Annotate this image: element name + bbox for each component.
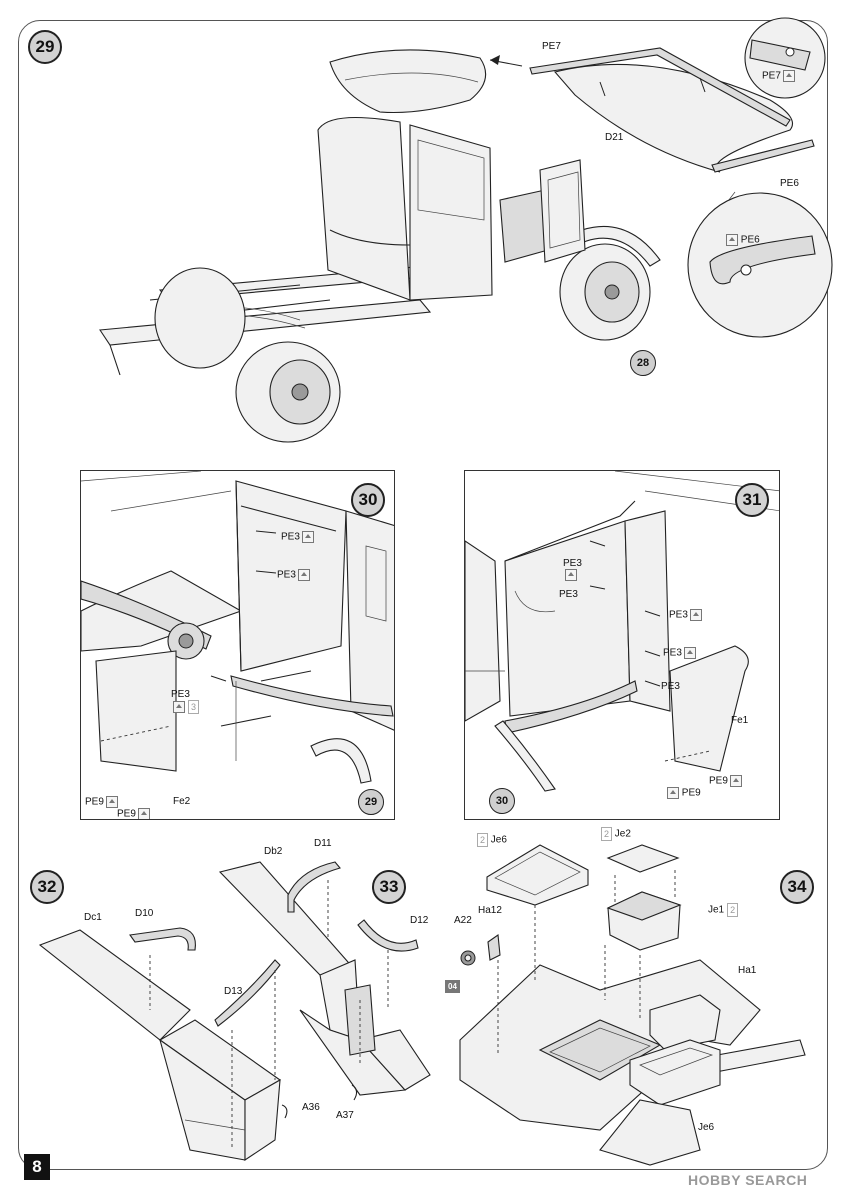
quantity-box: 2 — [727, 903, 739, 917]
label-d21: D21 — [605, 132, 624, 143]
step-31-badge: 31 — [735, 483, 769, 517]
step-30-illustration — [81, 471, 394, 784]
label-pe9-a-text: PE9 — [85, 796, 104, 808]
label-pe6-detail-text: PE6 — [740, 234, 760, 246]
ref-step-30-badge: 30 — [489, 788, 515, 814]
page-frame — [18, 20, 828, 1170]
label-je1-text: Je1 — [708, 904, 725, 916]
label-pe9-a-text: PE9 — [681, 787, 701, 799]
photo-etch-icon — [729, 775, 742, 787]
step-31-panel: 31 PE3 PE3 PE3 PE3 PE3 Fe1 PE9 PE9 30 — [464, 470, 780, 820]
label-pe9-b-text: PE9 — [709, 775, 728, 787]
label-pe3-b: PE3 — [277, 569, 310, 581]
label-pe9-b-text: PE9 — [117, 808, 136, 820]
step-30-badge: 30 — [351, 483, 385, 517]
photo-etch-icon — [667, 787, 679, 799]
label-d10: D10 — [135, 908, 154, 919]
step-33-badge: 33 — [372, 870, 406, 904]
label-pe9-a: PE9 — [665, 787, 701, 799]
label-a22: A22 — [454, 915, 472, 926]
photo-etch-icon — [173, 701, 185, 713]
label-je6-top: 2 Je6 — [474, 833, 507, 847]
label-je2: 2 Je2 — [598, 827, 631, 841]
ref-step-28-badge: 28 — [630, 350, 656, 376]
label-db2: Db2 — [264, 846, 283, 857]
label-fe1: Fe1 — [731, 715, 749, 726]
paint-color-tag: 04 — [445, 980, 460, 993]
step-34-badge: 34 — [780, 870, 814, 904]
ref-step-29-badge: 29 — [358, 789, 384, 815]
label-ha12: Ha12 — [478, 905, 502, 916]
label-a37: A37 — [336, 1110, 354, 1121]
label-pe9-a: PE9 — [85, 796, 118, 808]
photo-etch-icon — [105, 796, 118, 808]
label-pe7-detail-text: PE7 — [762, 70, 781, 82]
label-pe7-detail: PE7 — [762, 70, 795, 82]
photo-etch-icon — [683, 647, 696, 659]
quantity-box: 2 — [477, 833, 489, 847]
label-ha1: Ha1 — [738, 965, 757, 976]
photo-etch-icon — [565, 569, 577, 581]
label-pe6: PE6 — [780, 178, 799, 189]
label-pe6-detail: PE6 — [724, 234, 760, 246]
label-pe3-d-text: PE3 — [663, 647, 682, 659]
label-pe3-b: PE3 — [559, 589, 578, 600]
label-pe3-a-text: PE3 — [563, 558, 582, 569]
quantity-box: 3 — [188, 700, 200, 714]
label-pe3-e: PE3 — [661, 681, 680, 692]
photo-etch-icon — [301, 531, 314, 543]
step-29-badge: 29 — [28, 30, 62, 64]
label-dc1: Dc1 — [84, 912, 102, 923]
label-pe3-c-text: PE3 — [171, 689, 190, 700]
label-pe3-a: PE3 — [281, 531, 314, 543]
photo-etch-icon — [137, 808, 150, 819]
label-je2-text: Je2 — [614, 828, 631, 840]
label-pe3-a-text: PE3 — [281, 531, 300, 543]
label-je6-top-text: Je6 — [490, 834, 507, 846]
label-fe2: Fe2 — [173, 796, 191, 807]
label-pe3-a: PE3 — [563, 558, 582, 581]
label-pe9-b: PE9 — [709, 775, 742, 787]
photo-etch-icon — [782, 70, 795, 82]
step-29-illustration — [99, 17, 833, 443]
photo-etch-icon — [297, 569, 310, 581]
label-pe9-b: PE9 — [117, 808, 150, 820]
label-d11: D11 — [314, 838, 332, 849]
watermark: HOBBY SEARCH — [688, 1172, 808, 1188]
quantity-box: 2 — [601, 827, 613, 841]
photo-etch-icon — [726, 234, 738, 246]
step-31-illustration — [465, 471, 779, 792]
step-32-badge: 32 — [30, 870, 64, 904]
label-d13: D13 — [224, 986, 243, 997]
label-a36: A36 — [302, 1102, 320, 1113]
label-pe3-b-text: PE3 — [277, 569, 296, 581]
page-number: 8 — [24, 1154, 50, 1180]
label-je6-bottom: Je6 — [698, 1122, 715, 1133]
label-pe7-top: PE7 — [542, 41, 561, 52]
label-pe3-c-text: PE3 — [669, 609, 688, 621]
label-d12: D12 — [410, 915, 429, 926]
photo-etch-icon — [689, 609, 702, 621]
label-pe3-c: PE3 — [669, 609, 702, 621]
label-pe3-d: PE3 — [663, 647, 696, 659]
